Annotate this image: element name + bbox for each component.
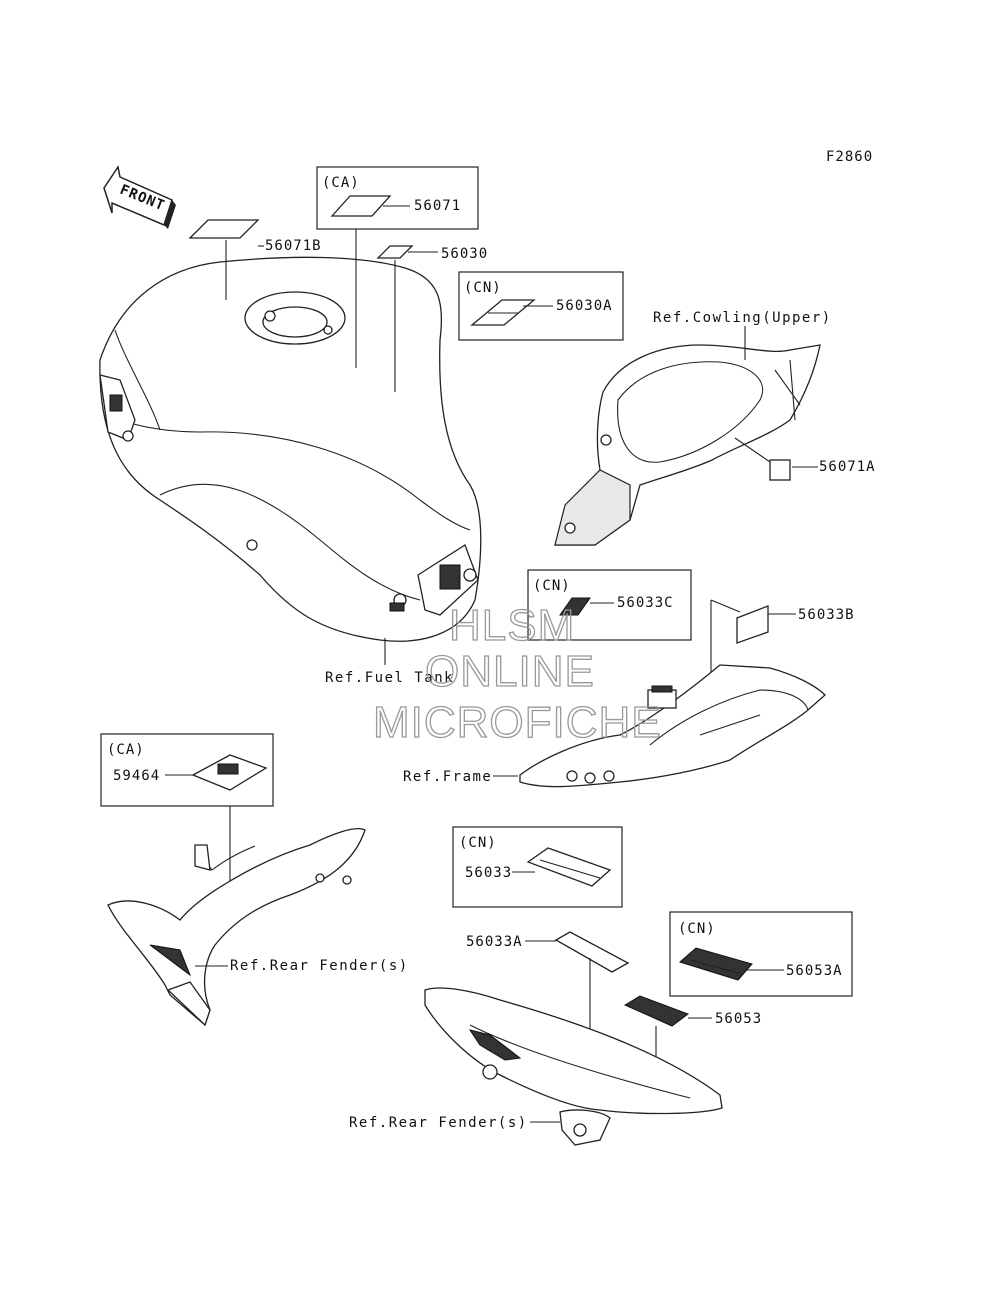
part-56033: 56033 <box>465 865 512 881</box>
region-code-ca: (CA) <box>322 175 360 191</box>
callout-cn-56030A: (CN) 56030A <box>458 271 624 341</box>
upper-cowling-drawing: Ref.Cowling(Upper) <box>554 310 832 546</box>
ref-cowling-upper: Ref.Cowling(Upper) <box>653 310 832 326</box>
label-56071B: 56071B <box>188 219 322 300</box>
rear-fender-left-drawing <box>107 828 366 1027</box>
part-56033A: 56033A <box>466 934 523 950</box>
region-code-cn-56033C: (CN) <box>533 578 571 594</box>
region-code-ca-59464: (CA) <box>107 742 145 758</box>
ref-frame: Ref.Frame <box>403 769 492 785</box>
part-59464: 59464 <box>113 768 160 784</box>
ref-rear-fender-2: Ref.Rear Fender(s) <box>349 1115 528 1131</box>
label-56030: 56030 <box>376 245 488 392</box>
figure-code: F2860 <box>826 149 873 165</box>
part-56030A: 56030A <box>556 298 613 314</box>
watermark-line3: MICROFICHE <box>373 698 662 747</box>
callout-cn-56033C: (CN) 56033C <box>527 569 692 641</box>
frame-drawing <box>519 664 826 788</box>
region-code-cn-56053A: (CN) <box>678 921 716 937</box>
watermark: HLSM ONLINE MICROFICHE <box>372 600 662 747</box>
ref-fuel-tank: Ref.Fuel Tank <box>325 670 454 686</box>
region-code-cn-56033: (CN) <box>459 835 497 851</box>
watermark-line1: HLSM <box>449 601 575 650</box>
part-56033B: 56033B <box>798 607 855 623</box>
part-56033C: 56033C <box>617 595 674 611</box>
label-56071A: 56071A <box>734 437 876 481</box>
part-56071A: 56071A <box>819 459 876 475</box>
region-code-cn: (CN) <box>464 280 502 296</box>
label-56033A: 56033A <box>466 931 630 1058</box>
part-56053A: 56053A <box>786 963 843 979</box>
watermark-line2: ONLINE <box>425 647 595 696</box>
part-56053: 56053 <box>715 1011 762 1027</box>
part-56071B: 56071B <box>265 238 322 254</box>
part-56030: 56030 <box>441 246 488 262</box>
callout-ca-56071: (CA) 56071 <box>316 166 479 368</box>
front-arrow-icon: FRONT <box>103 165 176 229</box>
callout-cn-56033: (CN) 56033 <box>452 826 623 908</box>
part-56071: 56071 <box>414 198 461 214</box>
callout-cn-56053A: (CN) 56053A <box>669 911 853 997</box>
fuel-tank-drawing <box>99 256 482 642</box>
ref-rear-fender-1: Ref.Rear Fender(s) <box>230 958 409 974</box>
rear-fender-right-drawing <box>424 987 723 1146</box>
callout-ca-59464: (CA) 59464 <box>100 733 274 888</box>
